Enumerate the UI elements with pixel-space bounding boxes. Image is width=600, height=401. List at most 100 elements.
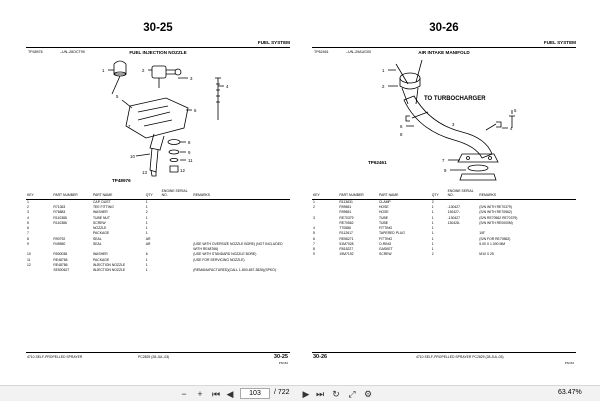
- table-cell: 1: [145, 263, 148, 267]
- table-cell: -130427: [447, 205, 461, 210]
- figure-title: AIR INTAKE MANIFOLD: [418, 50, 470, 55]
- table-cell: 3: [27, 210, 29, 215]
- table-cell: (S/N FOR RE70562): [479, 236, 511, 241]
- table-cell: RE48786: [53, 263, 68, 267]
- table-cell: 6: [145, 252, 148, 257]
- table-cell: 1: [431, 236, 434, 241]
- zoom-in-icon[interactable]: +: [197, 389, 203, 399]
- divider: [26, 352, 290, 353]
- table-cell: 2: [27, 205, 29, 210]
- table-cell: R99651: [339, 205, 352, 210]
- table-cell: 1: [431, 220, 434, 225]
- column-header: KEY: [26, 190, 53, 200]
- callout-label: 5: [514, 108, 517, 113]
- parts-table: KEY PART NUMBER PART NAME QTY ENGINE SER…: [26, 189, 290, 274]
- table-cell: R90792: [53, 236, 66, 241]
- table-cell: (S/N WITH RE70562): [479, 210, 512, 215]
- rotate-icon[interactable]: ↻: [332, 389, 340, 399]
- table-cell: 1: [145, 220, 148, 225]
- table-cell: (USE WITH OVERSIZE NOZZLE BORE) (NOT INC…: [193, 241, 283, 246]
- page-number: 30-25: [143, 22, 173, 34]
- next-page-icon[interactable]: ▶: [302, 389, 310, 399]
- table-cell: NOZZLE: [92, 226, 107, 231]
- callout-label: 2: [382, 84, 385, 89]
- page-number: 30-26: [429, 22, 459, 34]
- fit-page-icon[interactable]: ⤢: [348, 389, 356, 399]
- table-cell: R49550: [53, 241, 66, 246]
- table-cell: 1: [145, 226, 148, 231]
- table-cell: WASHER: [92, 210, 108, 215]
- previous-page-icon[interactable]: ◀: [226, 389, 234, 399]
- figure-title: FUEL INJECTION NOZZLE: [129, 50, 187, 55]
- settings-icon[interactable]: ⚙: [363, 389, 373, 399]
- table-cell: PACKAGE: [92, 231, 110, 236]
- table-cell: WITH RE48766): [193, 247, 219, 252]
- table-cell: RE56271: [339, 236, 354, 241]
- table-cell: TEE FITTING: [92, 205, 114, 210]
- callout-label: 3: [190, 76, 193, 81]
- table-cell: 5: [27, 220, 29, 225]
- table-cell: RE48766: [53, 257, 68, 262]
- footer-title: 4710 SELF-PROPELLED SPRAYER: [27, 355, 83, 359]
- last-page-icon[interactable]: ⏭: [315, 389, 325, 399]
- table-cell: FITTING: [378, 226, 393, 231]
- table-cell: O-RING: [378, 241, 392, 246]
- table-cell: INJECTION NOZZLE: [92, 263, 126, 267]
- table-cell: SE500627: [53, 268, 70, 273]
- first-page-icon[interactable]: ⏮: [211, 389, 221, 399]
- callout-label: 4: [510, 126, 513, 131]
- zoom-level: 63.47%: [558, 389, 582, 396]
- table-cell: 6: [27, 226, 29, 231]
- table-cell: TUBE NUT: [92, 215, 110, 220]
- table-cell: 1: [145, 257, 148, 262]
- table-cell: 19M7192: [339, 252, 354, 257]
- table-cell: 1: [431, 205, 434, 210]
- air-intake-manifold-drawing: TO TURBOCHARGER 1 2 3 4 5 6 7 8 9: [382, 59, 517, 181]
- callout-label: 3: [452, 122, 455, 127]
- table-cell: -130427: [447, 215, 461, 220]
- right-page: 30-26 FUEL SYSTEM TP62461 –UN–29AUG00 AI…: [306, 10, 582, 376]
- table-cell: TAPERED PLUG: [378, 231, 405, 236]
- figure-id: TP62461: [314, 50, 329, 54]
- table-cell: RE70379: [339, 215, 354, 220]
- table-cell: [161, 268, 193, 273]
- column-header: REMARKS: [478, 190, 576, 200]
- table-cell: SEAL: [92, 241, 102, 246]
- table-cell: T70586: [339, 226, 351, 231]
- callout-label: 9: [188, 150, 191, 155]
- callout-labels: 1 2 3 4 5 6 7 8 9: [382, 68, 517, 173]
- callout-label: 13: [142, 170, 147, 175]
- table-cell: SCREW: [378, 252, 392, 257]
- table-cell: 9: [27, 241, 29, 246]
- table-cell: (S/N WITH RE0000M): [479, 220, 513, 225]
- table-cell: 1: [431, 241, 434, 246]
- table-cell: R76883: [53, 210, 66, 215]
- column-header: PART NAME: [91, 190, 145, 200]
- callout-label: 8: [400, 132, 403, 137]
- table-cell: 51M7028: [339, 241, 354, 246]
- page-number-input[interactable]: 103: [240, 388, 270, 399]
- table-cell: (S/N WITH RE70379): [479, 205, 512, 210]
- column-header: REMARKS: [192, 190, 290, 200]
- column-header: ENGINE SERIAL NO.: [446, 189, 479, 200]
- table-cell: R113631: [339, 199, 353, 204]
- table-cell: 130428-: [447, 220, 461, 225]
- table-cell: PACKAGE: [92, 257, 110, 262]
- table-cell: 3: [313, 215, 315, 220]
- zoom-out-icon[interactable]: −: [181, 389, 187, 399]
